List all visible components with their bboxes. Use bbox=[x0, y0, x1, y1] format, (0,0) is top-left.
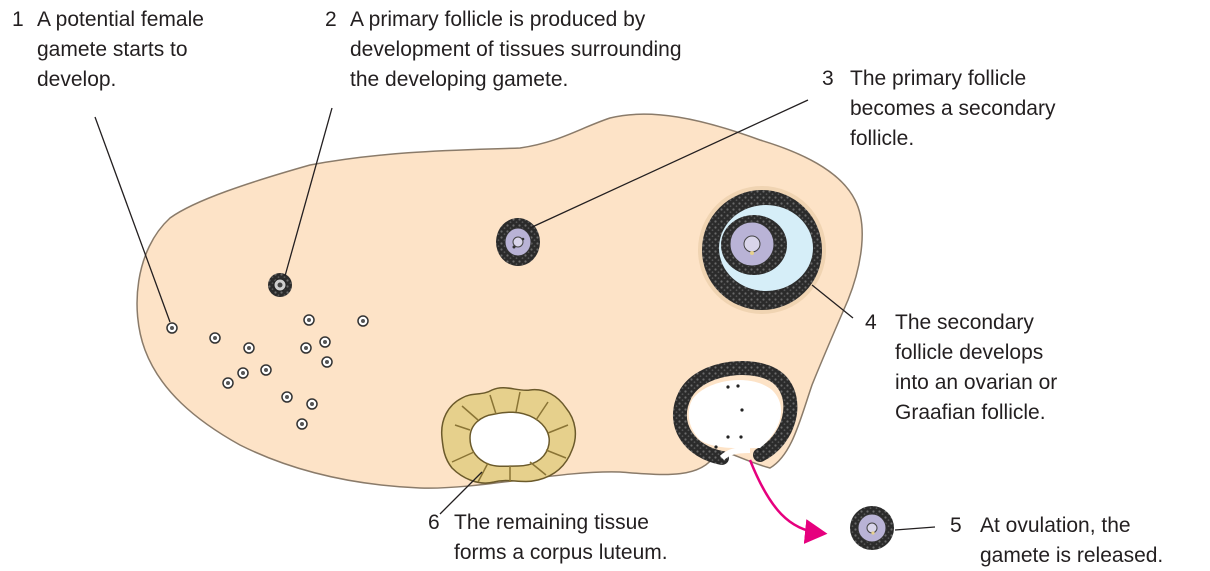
label-line: At ovulation, the bbox=[980, 511, 1163, 541]
label-line: follicle develops bbox=[895, 338, 1057, 368]
label-line: forms a corpus luteum. bbox=[454, 538, 668, 568]
label-line: the developing gamete. bbox=[350, 65, 682, 95]
label-number: 6 bbox=[428, 508, 440, 538]
label-line: Graafian follicle. bbox=[895, 398, 1057, 428]
small-gamete bbox=[301, 343, 311, 353]
small-gamete bbox=[307, 399, 317, 409]
label-line: development of tissues surrounding bbox=[350, 35, 682, 65]
label-line: gamete starts to bbox=[37, 35, 204, 65]
small-gamete bbox=[304, 315, 314, 325]
ruptured-follicle bbox=[680, 368, 790, 458]
label-line: The primary follicle bbox=[850, 64, 1055, 94]
small-gamete bbox=[261, 365, 271, 375]
primary-follicle-small bbox=[268, 273, 292, 297]
small-gamete bbox=[167, 323, 177, 333]
small-gamete bbox=[282, 392, 292, 402]
secondary-follicle-early bbox=[496, 218, 540, 266]
leader-line-5 bbox=[895, 527, 935, 530]
label-line: A primary follicle is produced by bbox=[350, 5, 682, 35]
label-number: 1 bbox=[12, 5, 24, 35]
label-number: 2 bbox=[325, 5, 337, 35]
label-line: becomes a secondary bbox=[850, 94, 1055, 124]
label-line: into an ovarian or bbox=[895, 368, 1057, 398]
label-number: 3 bbox=[822, 64, 834, 94]
corpus-luteum bbox=[442, 388, 576, 483]
small-gamete bbox=[244, 343, 254, 353]
label-line: A potential female bbox=[37, 5, 204, 35]
small-gamete bbox=[238, 368, 248, 378]
label-number: 4 bbox=[865, 308, 877, 338]
small-gamete bbox=[297, 419, 307, 429]
label-line: The remaining tissue bbox=[454, 508, 668, 538]
graafian-follicle bbox=[698, 186, 826, 314]
released-gamete bbox=[850, 506, 894, 550]
label-line: The secondary bbox=[895, 308, 1057, 338]
label-line: follicle. bbox=[850, 124, 1055, 154]
small-gamete bbox=[322, 357, 332, 367]
small-gamete bbox=[358, 316, 368, 326]
label-line: gamete is released. bbox=[980, 541, 1163, 571]
leader-line-1 bbox=[95, 117, 170, 322]
label-number: 5 bbox=[950, 511, 962, 541]
small-gamete bbox=[320, 337, 330, 347]
small-gamete bbox=[223, 378, 233, 388]
small-gamete bbox=[210, 333, 220, 343]
ovulation-arrow bbox=[750, 460, 820, 533]
label-line: develop. bbox=[37, 65, 204, 95]
